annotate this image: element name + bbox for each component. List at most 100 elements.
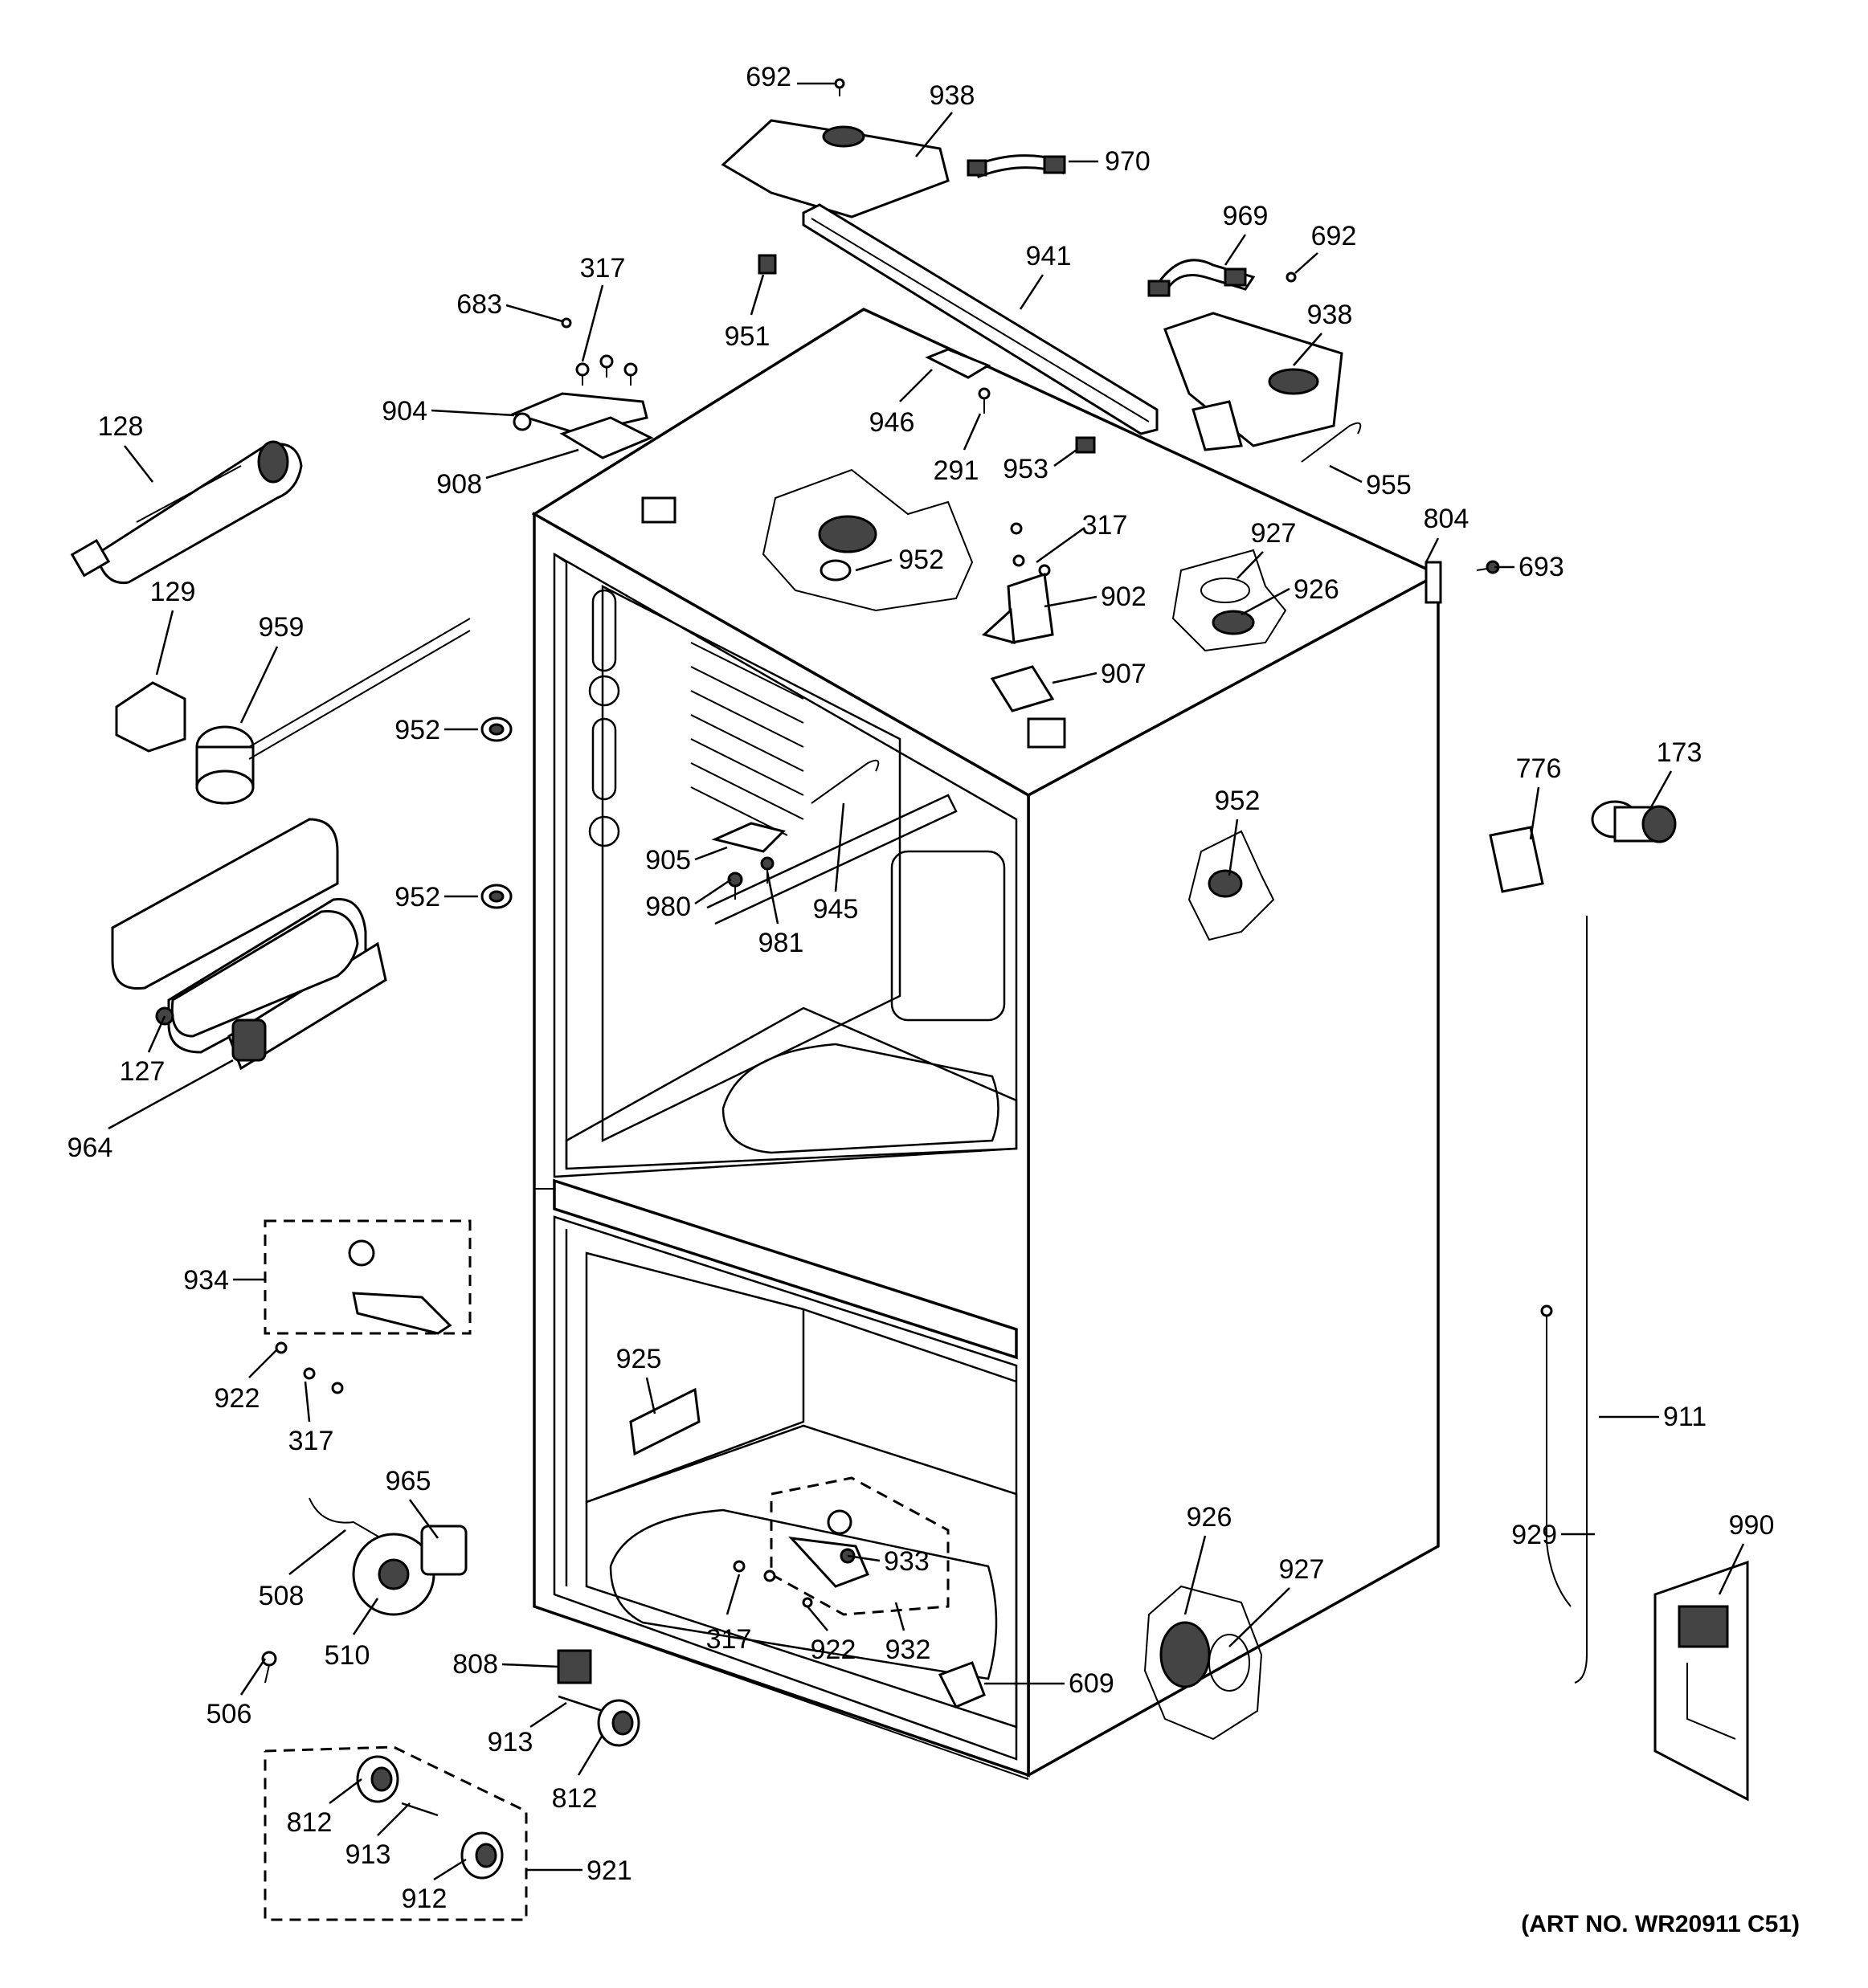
connector-951 (758, 254, 777, 275)
switch-609 (938, 1661, 986, 1708)
tube-508 (309, 1497, 403, 1551)
tube-955 (1301, 422, 1362, 463)
leader-line-c953 (1053, 448, 1077, 467)
fan-510 (352, 1533, 435, 1616)
plate-908 (559, 416, 654, 459)
leader-line-c812a (577, 1734, 604, 1776)
callout-c951: 951 (725, 321, 770, 352)
top-vent-left (641, 496, 676, 524)
callout-c128: 128 (98, 411, 144, 442)
leader-line-c981 (766, 871, 779, 925)
callout-c317c: 317 (288, 1426, 334, 1456)
callout-c926b: 926 (1187, 1502, 1232, 1533)
callout-c952b: 952 (394, 715, 440, 745)
screw-692-right (1286, 271, 1297, 283)
leader-line-c913b (377, 1802, 411, 1836)
leader-line-c692b (1294, 252, 1318, 274)
art-number: (ART NO. WR20911 C51) (1521, 1911, 1800, 1937)
callout-c938b: 938 (1307, 300, 1353, 330)
plug-952-side (1187, 830, 1275, 941)
leader-line-c959 (239, 646, 279, 724)
callout-c922a: 922 (215, 1383, 260, 1414)
leader-line-c317a (581, 284, 604, 362)
callout-c129: 129 (150, 577, 196, 607)
filter-head-959 (195, 618, 471, 805)
leader-line-c907 (1052, 672, 1098, 684)
screw-922-left (275, 1341, 288, 1354)
callout-c812b: 812 (287, 1807, 333, 1838)
callout-c902: 902 (1101, 582, 1147, 612)
callout-c990: 990 (1729, 1510, 1775, 1541)
callout-c964: 964 (67, 1133, 113, 1163)
leader-line-c128 (124, 445, 153, 483)
callout-c959: 959 (259, 612, 305, 643)
callout-c317b: 317 (1082, 510, 1128, 541)
callout-c609: 609 (1069, 1668, 1114, 1699)
control-board-925 (629, 1387, 701, 1456)
leader-line-c946 (899, 369, 933, 402)
callout-c981: 981 (758, 928, 804, 958)
callout-c953: 953 (1003, 454, 1048, 484)
callout-c938a: 938 (930, 80, 975, 111)
leader-line-c926a (1241, 587, 1290, 616)
connector-953 (1075, 436, 1096, 454)
callout-c926a: 926 (1294, 574, 1339, 605)
callout-c946: 946 (869, 407, 915, 438)
leader-line-c317b (1036, 526, 1085, 564)
leader-line-c945 (834, 802, 845, 892)
wire-harness-970 (967, 154, 1066, 179)
callout-c932: 932 (885, 1635, 931, 1665)
screws-317-bottom (733, 1560, 776, 1582)
leader-line-c941 (1019, 274, 1044, 310)
hinge-cover-938-right (1163, 312, 1343, 451)
callout-c912: 912 (402, 1884, 448, 1914)
leader-line-c317c (304, 1381, 311, 1423)
leader-line-c902 (1044, 595, 1098, 608)
callout-c693: 693 (1519, 552, 1564, 582)
plate-907 (990, 665, 1055, 712)
refrigerator-cabinet (531, 308, 1441, 1780)
plug-952-a (480, 716, 513, 742)
callout-c922b: 922 (811, 1635, 856, 1665)
leader-line-c980 (694, 878, 732, 905)
callout-c929: 929 (1511, 1520, 1557, 1550)
screw-683 (561, 317, 572, 329)
gasket-965 (420, 1525, 468, 1576)
screw-692-top (834, 78, 845, 96)
hinge-cover-938-top (721, 119, 950, 218)
leader-line-c510 (352, 1598, 379, 1635)
screw-506 (261, 1651, 277, 1684)
callout-c683: 683 (456, 289, 502, 320)
callout-c905: 905 (645, 845, 691, 876)
callout-c934: 934 (183, 1265, 229, 1296)
leader-line-c129 (155, 610, 174, 676)
callout-c692b: 692 (1311, 221, 1357, 251)
hinge-bar-941 (802, 203, 1159, 435)
top-vent-right (1027, 717, 1066, 749)
callout-c952d: 952 (394, 882, 440, 912)
leader-line-c317d (726, 1574, 741, 1615)
leader-line-c927a (1236, 551, 1264, 579)
callout-c173: 173 (1657, 737, 1702, 768)
screw-980 (727, 872, 743, 900)
leader-line-c808 (501, 1663, 559, 1668)
callout-c933: 933 (884, 1546, 930, 1577)
leader-line-c908 (485, 448, 579, 480)
callout-c980: 980 (645, 892, 691, 922)
leader-line-c922b (807, 1606, 828, 1631)
callout-c970: 970 (1105, 146, 1151, 177)
callout-c804: 804 (1424, 504, 1469, 534)
callout-c945: 945 (813, 894, 859, 925)
callout-c907: 907 (1101, 659, 1147, 689)
axle-913 (558, 1695, 603, 1712)
leader-line-c905 (694, 846, 728, 861)
callout-c927a: 927 (1251, 518, 1297, 549)
leader-line-c955 (1329, 464, 1363, 484)
callout-c952c: 952 (1215, 786, 1261, 816)
callout-c965: 965 (386, 1466, 431, 1496)
leader-line-c812b (329, 1778, 362, 1804)
leader-line-c964 (108, 1059, 234, 1130)
callout-c904: 904 (382, 396, 427, 427)
